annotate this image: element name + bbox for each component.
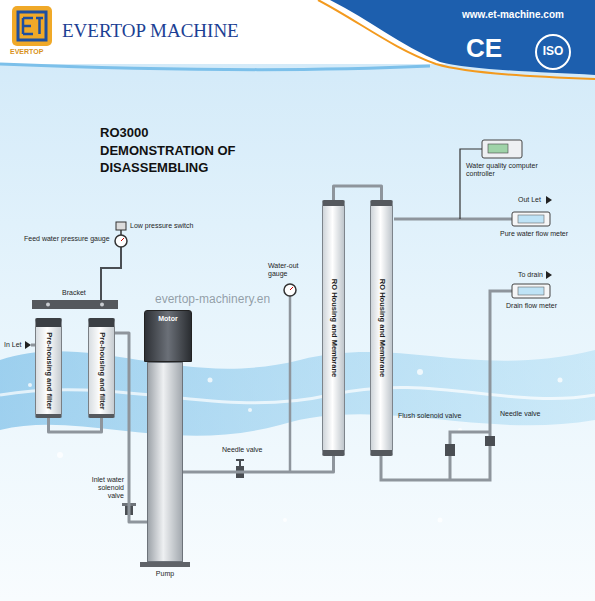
pump-body: Pump bbox=[147, 362, 183, 562]
part-label: Bracket bbox=[62, 289, 86, 297]
part-label: Flush solenoid valve bbox=[398, 412, 461, 420]
logo-text: EVERTOP bbox=[10, 48, 43, 56]
part-label: Low pressure switch bbox=[130, 222, 193, 230]
part-label: Drain flow meter bbox=[506, 302, 557, 310]
part-label: Feed water pressure gauge bbox=[24, 235, 110, 243]
iso-mark: ISO bbox=[538, 45, 568, 59]
pump-label: Pump bbox=[156, 570, 174, 578]
diagram-title: RO3000 DEMONSTRATION OF DISASSEMBLING bbox=[100, 124, 252, 177]
part-label: Water-out gauge bbox=[268, 262, 312, 278]
housing-label: Pre-housing and filter bbox=[44, 332, 52, 410]
pipe-connector bbox=[183, 456, 334, 472]
flow-label: To drain bbox=[518, 271, 543, 279]
housing-label: RO Housing and Membrane bbox=[377, 279, 385, 377]
website-url: www.et-machine.com bbox=[462, 9, 564, 21]
filter-housing: Pre-housing and filter bbox=[35, 318, 62, 418]
filter-housing: Pre-housing and filter bbox=[88, 318, 115, 418]
ro-housing: RO Housing and Membrane bbox=[322, 200, 345, 456]
pump-motor: Motor bbox=[144, 310, 192, 362]
motor-label: Motor bbox=[145, 311, 191, 323]
header-band bbox=[0, 0, 595, 79]
pump-fittings bbox=[140, 284, 296, 567]
part-label: Water quality computer controller bbox=[466, 162, 538, 178]
company-logo bbox=[12, 6, 52, 46]
housing-label: RO Housing and Membrane bbox=[329, 279, 337, 377]
pipe-connector bbox=[49, 418, 102, 432]
part-label: Pure water flow meter bbox=[500, 230, 568, 238]
company-name: EVERTOP MACHINE bbox=[62, 20, 239, 42]
pipe-connector bbox=[334, 186, 382, 200]
part-label: Needle valve bbox=[500, 410, 540, 418]
part-label: Needle valve bbox=[222, 446, 262, 454]
inlet-fittings bbox=[25, 222, 136, 515]
flow-label: Out Let bbox=[518, 196, 541, 204]
ro-housing: RO Housing and Membrane bbox=[370, 200, 393, 456]
watermark: evertop-machinery.en bbox=[155, 293, 270, 307]
flow-label: In Let bbox=[4, 341, 22, 349]
part-label: Inlet water solenoid valve bbox=[80, 476, 124, 500]
outlet-pipework bbox=[381, 140, 552, 480]
ce-mark: CE bbox=[466, 34, 502, 64]
housing-label: Pre-housing and filter bbox=[97, 332, 105, 410]
